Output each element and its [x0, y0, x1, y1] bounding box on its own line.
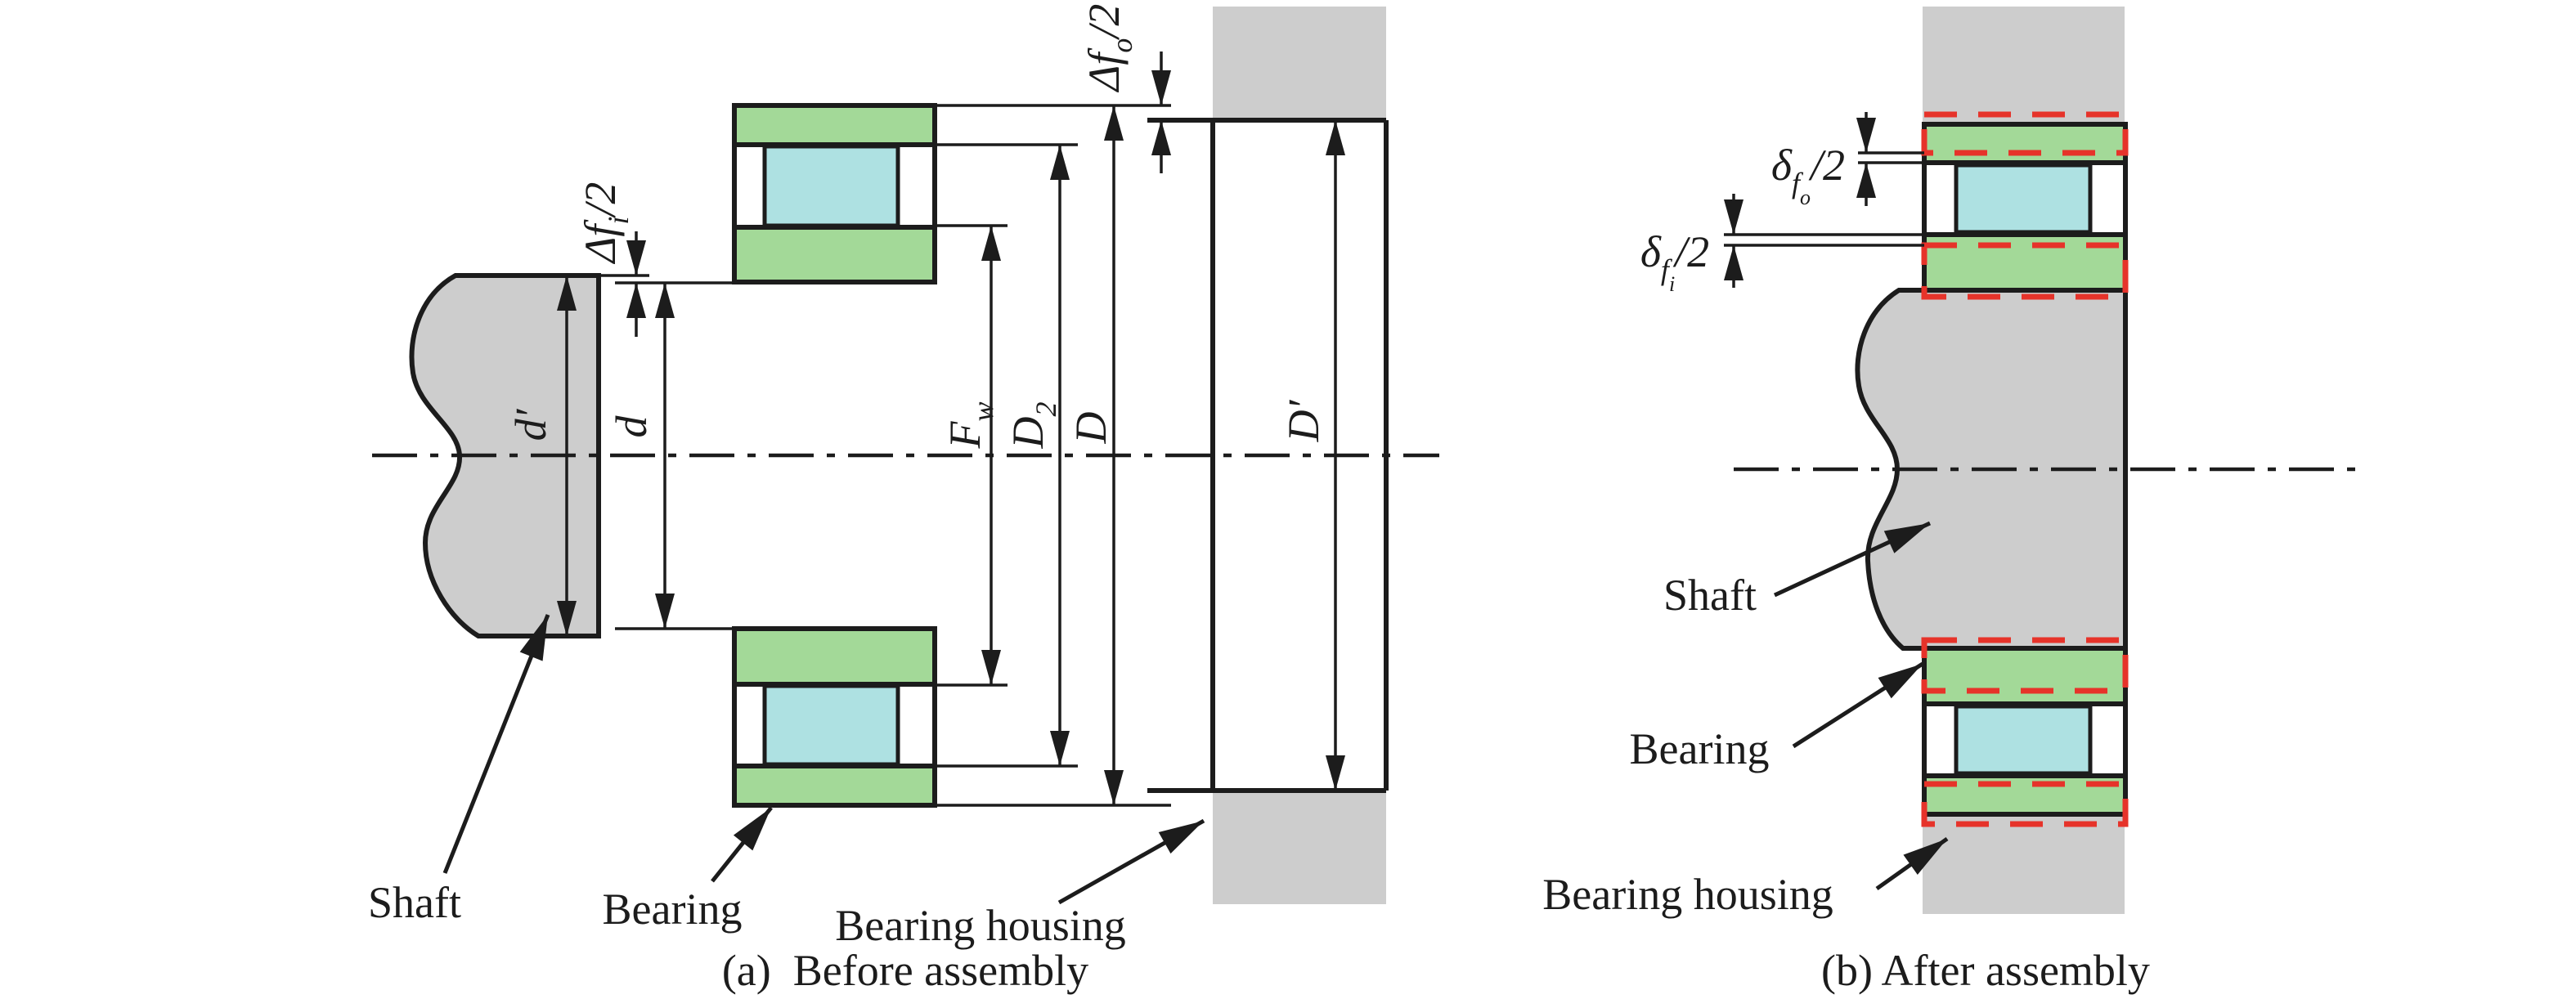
- housing-b-top-block: [1923, 7, 2125, 124]
- dim-label-delta-fo: Δfo/2: [1079, 4, 1138, 93]
- dim-label-Fw: Fw: [940, 401, 999, 449]
- dimension-lines-b: [1724, 112, 1924, 288]
- outer-ring: [732, 103, 937, 147]
- housing-b-bottom-block: [1923, 814, 2125, 914]
- bearing-b-upper: [1922, 122, 2128, 293]
- dim-label-d-prime: d′: [506, 408, 555, 441]
- dimension-lines-a: [557, 52, 1345, 805]
- roller: [762, 144, 900, 228]
- housing-a-bottom-block: [1213, 791, 1386, 904]
- roller: [1954, 704, 2093, 776]
- bearing-b-lower: [1922, 646, 2128, 817]
- housing-a-top-block: [1213, 7, 1386, 120]
- label-shaft-b: Shaft: [1663, 571, 1757, 620]
- roller: [762, 683, 900, 767]
- free-state-dashed-outlines: [1921, 111, 2129, 827]
- label-bearing-housing-a: Bearing housing: [835, 901, 1125, 950]
- bearing-housing-a: [1147, 7, 1389, 904]
- annotations-b: Shaft Bearing Bearing housing: [1542, 521, 1949, 919]
- annotations-a: Shaft Bearing Bearing housing: [368, 614, 1205, 950]
- dim-label-D: D: [1066, 412, 1115, 445]
- caption-after-assembly: (b) After assembly: [1821, 946, 2150, 995]
- dimension-labels-a: Δfi/2 Δfo/2 d′ d Fw D2 D D′: [506, 4, 1328, 450]
- label-bearing-a: Bearing: [603, 885, 743, 934]
- diagram-after-assembly: δfo/2 δfi/2 Shaft Bearing Bearing housin…: [1542, 7, 2359, 995]
- inner-ring: [732, 225, 937, 284]
- roller: [1954, 163, 2093, 235]
- dim-label-D-prime: D′: [1279, 399, 1328, 442]
- dim-label-delta-fo-b: δfo/2: [1771, 141, 1845, 209]
- dim-label-D2: D2: [1003, 402, 1062, 450]
- dim-label-d: d: [607, 415, 656, 438]
- diagram-before-assembly: Δfi/2 Δfo/2 d′ d Fw D2 D D′ Shaft Bearin…: [368, 4, 1439, 995]
- dimension-labels-b: δfo/2 δfi/2: [1640, 141, 1845, 296]
- label-shaft-a: Shaft: [368, 878, 461, 927]
- caption-before-assembly: (a) Before assembly: [722, 946, 1088, 995]
- outer-ring: [1922, 122, 2128, 165]
- inner-ring: [732, 626, 937, 687]
- inner-ring: [1922, 646, 2128, 706]
- label-bearing-housing-b: Bearing housing: [1542, 870, 1833, 919]
- dim-label-delta-fi: Δfi/2: [576, 182, 635, 265]
- bearing-a-upper: [732, 103, 937, 284]
- dim-label-delta-fi-b: δfi/2: [1640, 227, 1709, 296]
- bearing-housing-b: [1923, 7, 2125, 914]
- outer-ring: [732, 764, 937, 808]
- label-bearing-b: Bearing: [1630, 724, 1770, 773]
- bearing-a-lower: [732, 626, 937, 808]
